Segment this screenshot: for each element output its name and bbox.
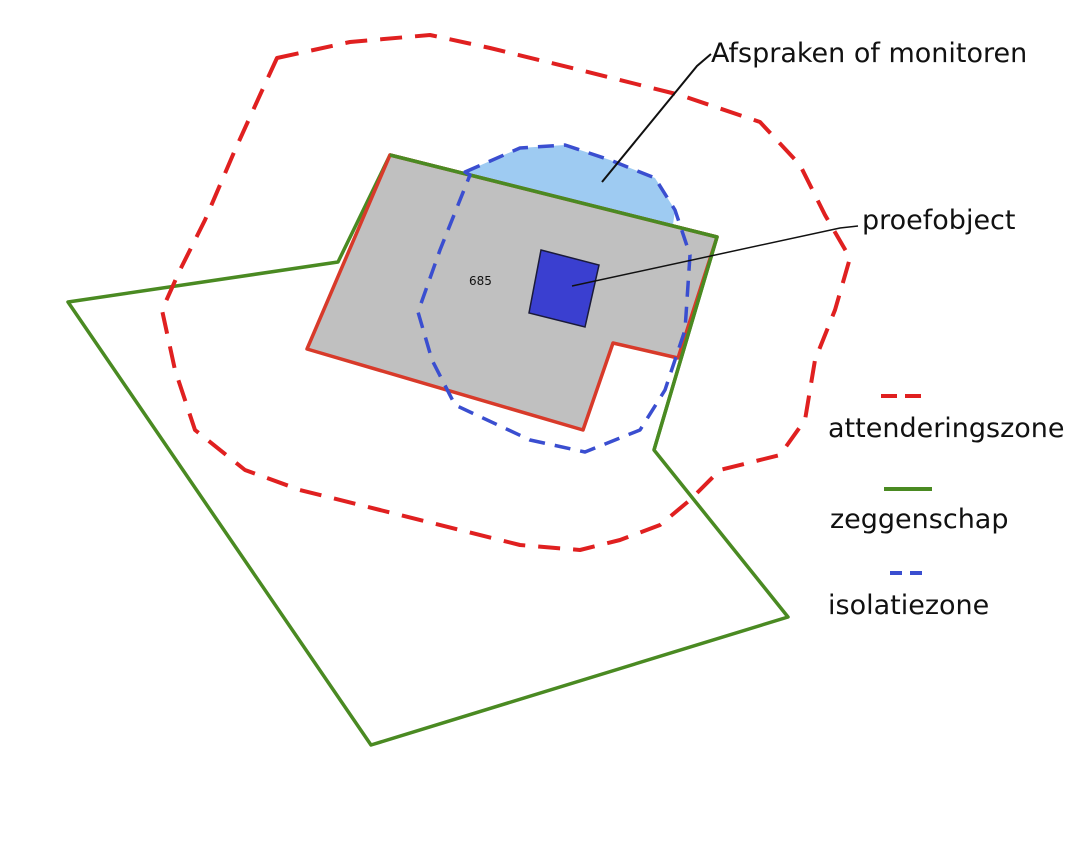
legend: attenderingszone zeggenschap isolatiezon… xyxy=(828,394,1065,621)
monitoring-leader-line xyxy=(601,53,712,183)
test-object xyxy=(528,249,600,328)
zeggenschap-edge xyxy=(389,153,719,451)
isolatiezone-boundary xyxy=(416,143,692,454)
legend-attenderingszone-label: attenderingszone xyxy=(828,413,1065,444)
attenderingszone-boundary xyxy=(160,33,852,552)
parcel-number-label: 685 xyxy=(469,274,492,288)
test-object-leader-line xyxy=(571,225,859,287)
monitoring-label: Afspraken of monitoren xyxy=(711,38,1027,69)
legend-isolatiezone-label: isolatiezone xyxy=(828,590,989,621)
legend-zeggenschap-label: zeggenschap xyxy=(830,504,1009,535)
test-object-label: proefobject xyxy=(862,205,1015,236)
